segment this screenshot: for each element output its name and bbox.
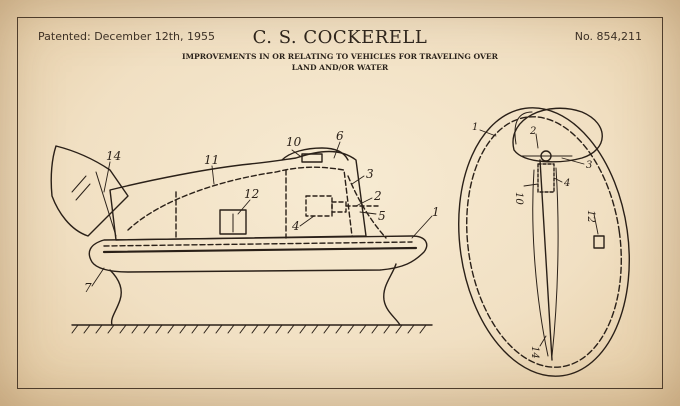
seat bbox=[219, 209, 247, 235]
cockpit-window bbox=[301, 153, 323, 163]
patent-date: Patented: December 12th, 1955 bbox=[38, 30, 216, 43]
patent-title: IMPROVEMENTS IN OR RELATING TO VEHICLES … bbox=[140, 51, 540, 73]
label-4: 4 bbox=[291, 219, 300, 233]
body-inner-dashed bbox=[127, 166, 353, 237]
patent-title-line-2: LAND AND/OR WATER bbox=[291, 63, 389, 72]
top-label-12: 12 bbox=[585, 210, 596, 223]
label-5: 5 bbox=[378, 209, 386, 223]
label-2: 2 bbox=[373, 189, 382, 203]
label-3: 3 bbox=[366, 167, 374, 181]
top-cockpit-bubble bbox=[512, 107, 603, 163]
ground-hatching bbox=[71, 324, 427, 334]
tail-fin-detail bbox=[71, 175, 87, 193]
top-seat bbox=[593, 235, 605, 249]
front-duct bbox=[347, 175, 387, 239]
label-10: 10 bbox=[286, 135, 302, 149]
top-label-10: 10 bbox=[513, 192, 524, 205]
patent-number: No. 854,211 bbox=[574, 30, 642, 43]
hull-deck-line bbox=[102, 246, 418, 254]
label-1: 1 bbox=[432, 205, 440, 219]
cockpit-dome bbox=[281, 147, 349, 161]
side-view bbox=[50, 141, 433, 334]
top-label-2: 2 bbox=[529, 126, 536, 137]
top-label-3: 3 bbox=[586, 160, 592, 171]
engine-box bbox=[305, 195, 333, 217]
top-hull-outline bbox=[458, 107, 630, 377]
top-leader-lines bbox=[479, 129, 599, 347]
label-6: 6 bbox=[336, 129, 344, 143]
side-leader-lines bbox=[91, 141, 433, 287]
patent-title-line-1: IMPROVEMENTS IN OR RELATING TO VEHICLES … bbox=[182, 52, 498, 61]
hull bbox=[88, 235, 428, 273]
top-label-14: 14 bbox=[529, 346, 540, 359]
top-keel-line bbox=[539, 159, 553, 361]
page-border bbox=[17, 17, 663, 389]
top-label-4: 4 bbox=[563, 178, 570, 189]
air-jet-rear bbox=[109, 269, 122, 326]
tail-fin bbox=[50, 145, 129, 237]
air-jet-front bbox=[383, 263, 401, 326]
label-7: 7 bbox=[84, 281, 92, 295]
inventor-name: C. S. COCKERELL bbox=[252, 27, 428, 48]
fan-unit bbox=[331, 201, 347, 213]
hull-inner-line bbox=[103, 241, 413, 247]
label-12: 12 bbox=[244, 187, 259, 201]
label-11: 11 bbox=[204, 153, 219, 167]
label-14: 14 bbox=[106, 149, 121, 163]
top-view bbox=[458, 107, 630, 377]
top-label-1: 1 bbox=[472, 122, 478, 133]
